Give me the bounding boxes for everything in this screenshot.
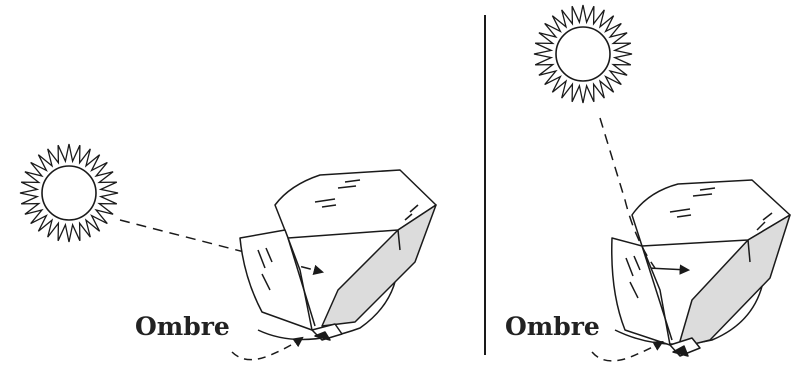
- panel-high-sun: Ombre: [505, 5, 790, 361]
- sun-icon: [20, 144, 118, 242]
- shadow-label: Ombre: [135, 312, 230, 341]
- sun-ray-arrow: [648, 268, 688, 270]
- sun-icon: [534, 5, 632, 103]
- prism-icon: [612, 180, 790, 356]
- sun-disc: [556, 27, 610, 81]
- panel-low-sun: Ombre: [20, 144, 436, 360]
- shadow-arrow-icon: [232, 338, 302, 360]
- shadow-label: Ombre: [505, 312, 600, 341]
- shadow-arrow-icon: [592, 342, 662, 361]
- sun-disc: [42, 166, 96, 220]
- prism-icon: [240, 170, 436, 340]
